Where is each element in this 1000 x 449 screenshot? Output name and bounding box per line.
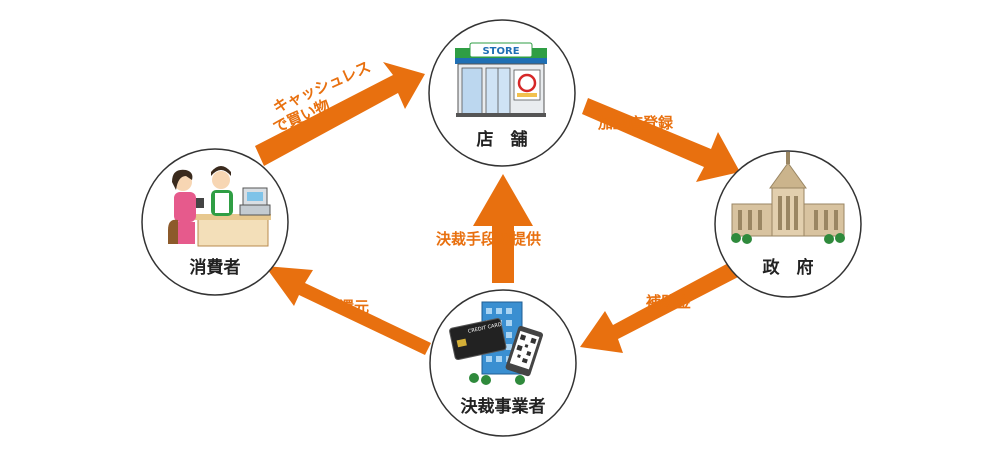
- store-sign: STORE: [482, 46, 519, 57]
- payment-provider-node: CREDIT CARD 決裁事業者: [429, 289, 577, 437]
- government-node: 政 府: [714, 150, 862, 298]
- diet-building-icon: [731, 152, 845, 244]
- label-payment-method-provision: 決裁手段の提供: [436, 230, 541, 248]
- arrow-payment-to-consumer: [265, 266, 431, 355]
- smartphone-qr-icon: [505, 325, 543, 377]
- label-subsidy: 補助金: [645, 293, 692, 311]
- arrow-consumer-to-store: [255, 62, 425, 166]
- arrow-government-to-payment: [580, 260, 742, 353]
- credit-card-icon: CREDIT CARD: [449, 318, 507, 361]
- label-refund: 還元: [339, 298, 369, 316]
- consumer-node: 消費者: [141, 148, 289, 296]
- shopping-scene-icon: [168, 166, 271, 247]
- store-node: STORE 店 舗: [428, 19, 576, 167]
- store-icon: STORE: [455, 42, 547, 117]
- payment-provider-label: 決裁事業者: [461, 396, 546, 417]
- store-label: 店 舗: [477, 129, 528, 150]
- arrow-payment-to-store: [473, 174, 533, 283]
- label-merchant-registration: 加盟店登録: [597, 114, 674, 132]
- government-label: 政 府: [763, 257, 814, 278]
- consumer-label: 消費者: [190, 257, 241, 278]
- arrow-store-to-government: [582, 98, 740, 182]
